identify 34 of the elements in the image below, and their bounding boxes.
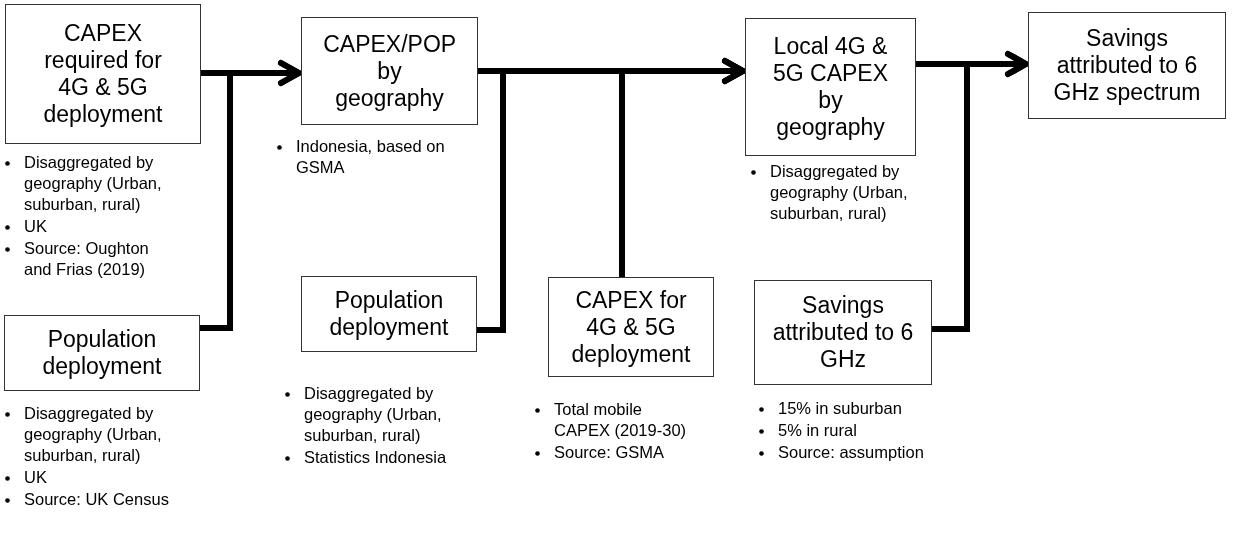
bullet-text: UK: [24, 217, 47, 235]
bullet-text: 5% in rural: [778, 421, 857, 439]
process-box: [745, 18, 916, 156]
bullet-text: UK: [24, 468, 47, 486]
bullet-text: Total mobile CAPEX (2019-30): [554, 400, 687, 439]
process-box: [548, 277, 714, 377]
process-box: [301, 17, 478, 125]
bullet-text: Disaggregated by geography (Urban, suburban, rural): [304, 384, 442, 444]
bullet-text: Source: GSMA: [554, 443, 665, 461]
bullet-text: Indonesia, based on GSMA: [296, 137, 445, 176]
process-box: [301, 276, 477, 352]
box-label: Population deployment: [328, 287, 450, 341]
bullet-text: Source: assumption: [778, 443, 924, 461]
process-box: [5, 4, 201, 144]
bullet-text: Statistics Indonesia: [304, 448, 447, 466]
bullet-text: Source: UK Census: [24, 490, 169, 508]
box-label: CAPEX for 4G & 5G deployment: [571, 286, 691, 368]
process-box: [1028, 12, 1226, 119]
bullet-text: Disaggregated by geography (Urban, suburban, rural): [24, 153, 162, 213]
box-label: CAPEX/POP by geography: [323, 30, 456, 112]
bullet-text: Source: Oughton and Frias (2019): [24, 239, 149, 278]
box-label: Local 4G & 5G CAPEX by geography: [771, 33, 889, 141]
bullet-text: 15% in suburban: [778, 399, 902, 417]
arrow: [932, 51, 1029, 332]
process-box: [754, 280, 932, 385]
box-label: CAPEX required for 4G & 5G deployment: [42, 20, 164, 128]
box-label: Population deployment: [41, 326, 163, 380]
arrow: [619, 58, 746, 277]
arrow: [200, 60, 302, 331]
bullet-text: Disaggregated by geography (Urban, suburban, rural): [24, 404, 162, 464]
bullet-text: Disaggregated by geography (Urban, suburban, rural): [770, 162, 908, 222]
process-box: [4, 315, 200, 391]
box-label: Savings attributed to 6 GHz spectrum: [1052, 25, 1202, 106]
box-label: Savings attributed to 6 GHz: [771, 292, 915, 373]
